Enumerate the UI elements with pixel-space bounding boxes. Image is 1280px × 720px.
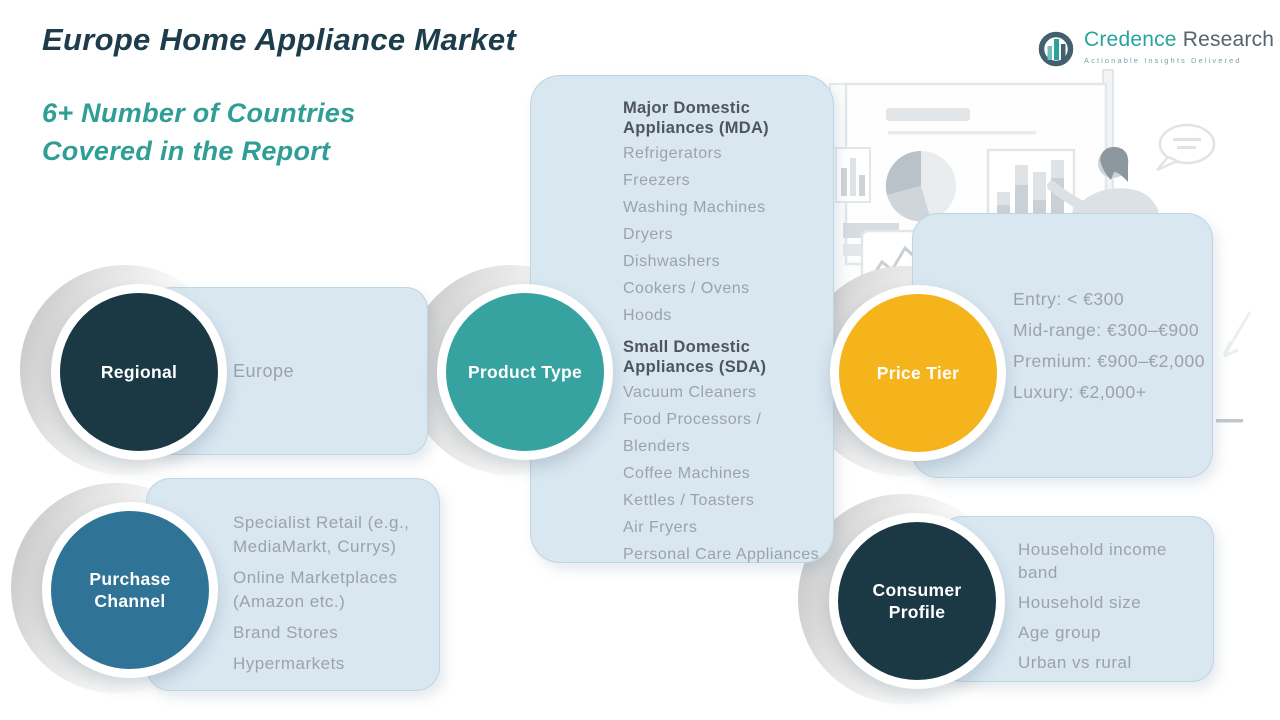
regional-circle: Regional — [51, 284, 227, 460]
list-item: Vacuum Cleaners — [623, 384, 757, 401]
sketch-arrow — [1216, 311, 1252, 423]
list-item: Cookers / Ovens — [623, 280, 750, 297]
subtitle-line-1: 6+ Number of Countries — [42, 98, 356, 128]
regional-circle-label: Regional — [100, 362, 178, 382]
product-type-circle: Product Type — [437, 284, 613, 460]
list-item: Personal Care Appliances — [623, 546, 820, 563]
speech-bubble-icon — [1156, 123, 1216, 172]
list-item: Freezers — [623, 172, 691, 189]
whiteboard-underline — [888, 131, 1036, 135]
list-item: Premium: €900–€2,000 — [1013, 350, 1205, 371]
list-item: Online Marketplaces (Amazon etc.) — [233, 568, 398, 611]
subtitle-line-2: Covered in the Report — [42, 136, 331, 166]
list-item: Europe — [233, 360, 295, 381]
list-item: Kettles / Toasters — [623, 492, 755, 509]
purchase-channel-circle-label: Purchase Channel — [89, 569, 171, 611]
group-heading-mda: Major Domestic Appliances (MDA) — [623, 99, 769, 137]
list-item: Air Fryers — [623, 519, 698, 536]
list-item: Entry: < €300 — [1013, 288, 1125, 309]
list-item: Food Processors / Blenders — [623, 411, 762, 455]
bar-chart-circle-icon — [1038, 31, 1074, 67]
whiteboard-title-bar — [886, 108, 970, 121]
list-item: Specialist Retail (e.g., MediaMarkt, Cur… — [233, 513, 410, 556]
credence-research-logo: Credence Research Actionable Insights De… — [1036, 28, 1274, 68]
list-item: Hoods — [623, 307, 672, 324]
purchase-channel-circle: Purchase Channel — [42, 502, 218, 678]
list-item: Brand Stores — [233, 623, 339, 642]
page-subtitle: 6+ Number of Countries Covered in the Re… — [42, 94, 355, 170]
list-item: Luxury: €2,000+ — [1013, 381, 1147, 402]
list-item: Household size — [1018, 593, 1142, 612]
logo-brand-name: Credence Research — [1084, 28, 1275, 51]
list-item: Age group — [1018, 623, 1101, 642]
mini-bar-chart — [835, 147, 871, 203]
list-item: Dishwashers — [623, 253, 721, 270]
logo-tagline: Actionable Insights Delivered — [1084, 56, 1242, 65]
logo-text: Credence Research Actionable Insights De… — [1084, 28, 1274, 65]
pie-chart — [885, 150, 956, 222]
list-item: Dryers — [623, 226, 674, 243]
list-item: Coffee Machines — [623, 465, 751, 482]
price-tier-circle: Price Tier — [830, 285, 1006, 461]
consumer-profile-circle-label: Consumer Profile — [872, 580, 962, 622]
price-tier-circle-label: Price Tier — [876, 363, 960, 383]
list-item: Urban vs rural — [1018, 653, 1132, 672]
list-item: Refrigerators — [623, 145, 722, 162]
list-item: Household income band — [1018, 540, 1167, 582]
list-item: Washing Machines — [623, 199, 766, 216]
product-type-circle-label: Product Type — [467, 362, 583, 382]
consumer-profile-circle: Consumer Profile — [829, 513, 1005, 689]
list-item: Hypermarkets — [233, 654, 345, 673]
list-item: Mid-range: €300–€900 — [1013, 319, 1200, 340]
page-title: Europe Home Appliance Market — [42, 22, 517, 57]
group-heading-sda: Small Domestic Appliances (SDA) — [623, 338, 767, 376]
